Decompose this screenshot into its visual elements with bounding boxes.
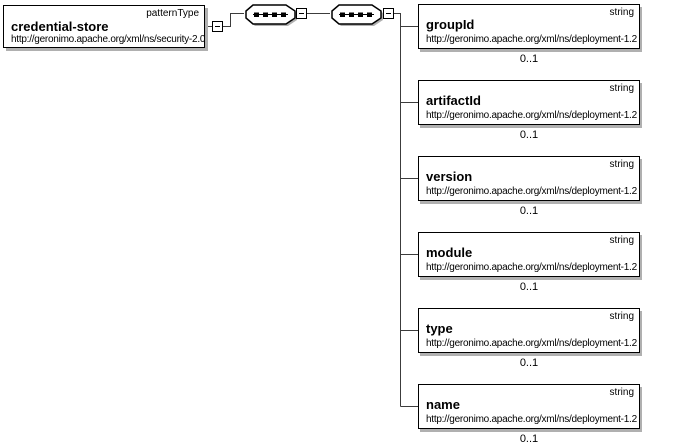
child-element-box[interactable]: string module http://geronimo.apache.org… bbox=[418, 232, 640, 277]
child-element-box[interactable]: string artifactId http://geronimo.apache… bbox=[418, 80, 640, 125]
collapse-minus-icon[interactable] bbox=[212, 21, 223, 32]
collapse-minus-icon[interactable] bbox=[383, 8, 394, 19]
child-type-annotation: string bbox=[609, 387, 634, 398]
minus-glyph bbox=[299, 13, 304, 14]
root-type-annotation: patternType bbox=[146, 8, 199, 19]
child-type-annotation: string bbox=[609, 235, 634, 246]
root-element-name: credential-store bbox=[11, 19, 109, 34]
minus-glyph bbox=[215, 26, 220, 27]
root-element-namespace: http://geronimo.apache.org/xml/ns/securi… bbox=[11, 34, 206, 45]
child-element-box[interactable]: string groupId http://geronimo.apache.or… bbox=[418, 4, 640, 49]
child-type-annotation: string bbox=[609, 311, 634, 322]
child-element-name: version bbox=[426, 169, 473, 184]
child-element-name: name bbox=[426, 397, 460, 412]
occurrence-label: 0..1 bbox=[519, 281, 539, 293]
child-element-namespace: http://geronimo.apache.org/xml/ns/deploy… bbox=[426, 186, 637, 197]
occurrence-label: 0..1 bbox=[519, 357, 539, 369]
child-element-box[interactable]: string name http://geronimo.apache.org/x… bbox=[418, 384, 640, 429]
child-element-name: groupId bbox=[426, 17, 475, 32]
child-element-namespace: http://geronimo.apache.org/xml/ns/deploy… bbox=[426, 414, 637, 425]
child-element-name: artifactId bbox=[426, 93, 481, 108]
sequence-compositor-icon[interactable] bbox=[330, 3, 384, 27]
child-element-namespace: http://geronimo.apache.org/xml/ns/deploy… bbox=[426, 110, 637, 121]
occurrence-label: 0..1 bbox=[519, 205, 539, 217]
occurrence-label: 0..1 bbox=[519, 433, 539, 445]
child-type-annotation: string bbox=[609, 7, 634, 18]
collapse-minus-icon[interactable] bbox=[296, 8, 307, 19]
child-element-namespace: http://geronimo.apache.org/xml/ns/deploy… bbox=[426, 338, 637, 349]
child-element-box[interactable]: string version http://geronimo.apache.or… bbox=[418, 156, 640, 201]
minus-glyph bbox=[386, 13, 391, 14]
occurrence-label: 0..1 bbox=[519, 53, 539, 65]
sequence-compositor-icon[interactable] bbox=[244, 3, 298, 27]
root-element-box[interactable]: patternType credential-store http://gero… bbox=[3, 5, 205, 48]
child-element-namespace: http://geronimo.apache.org/xml/ns/deploy… bbox=[426, 34, 637, 45]
child-element-namespace: http://geronimo.apache.org/xml/ns/deploy… bbox=[426, 262, 637, 273]
child-element-name: module bbox=[426, 245, 473, 260]
child-element-box[interactable]: string type http://geronimo.apache.org/x… bbox=[418, 308, 640, 353]
child-element-name: type bbox=[426, 321, 453, 336]
child-type-annotation: string bbox=[609, 159, 634, 170]
occurrence-label: 0..1 bbox=[519, 129, 539, 141]
child-type-annotation: string bbox=[609, 83, 634, 94]
